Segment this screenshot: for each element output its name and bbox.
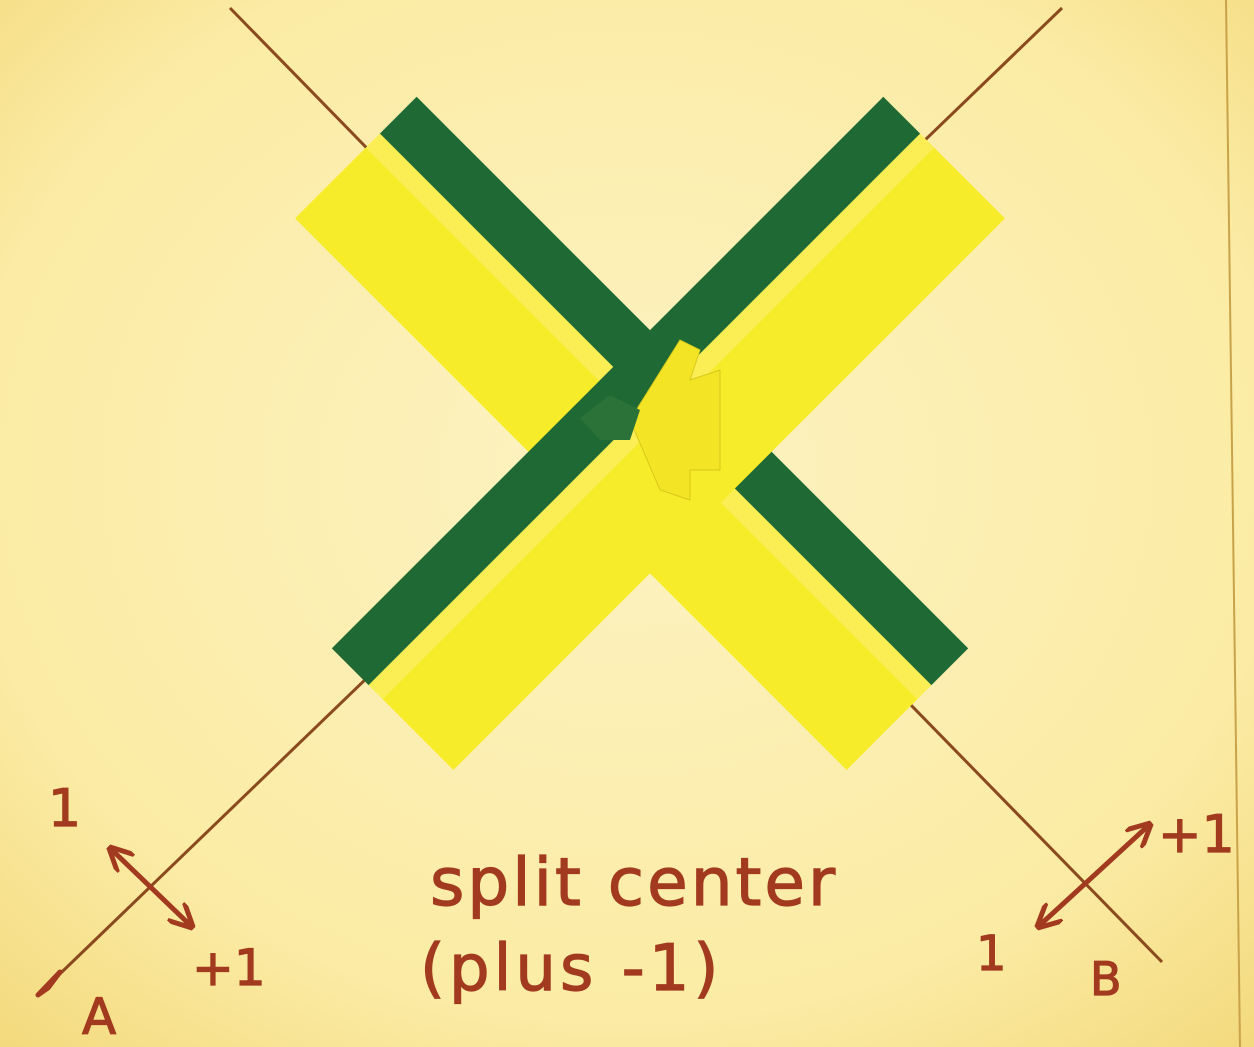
right-tick-one: 1 — [976, 926, 1007, 982]
left-axis-annotation — [35, 850, 190, 998]
right-axis-label: B — [1090, 952, 1122, 1006]
right-axis-annotation — [1040, 826, 1148, 925]
caption-line-2: (plus -1) — [420, 932, 722, 1006]
tape-center-overlap — [580, 339, 721, 501]
right-tick-plus-one: +1 — [1158, 805, 1235, 865]
tape-green-nesw — [331, 96, 921, 686]
left-axis-label: A — [82, 988, 116, 1046]
left-tick-plus-one: +1 — [192, 939, 266, 997]
paper-right-edge — [1225, 0, 1241, 1047]
left-tick-one: 1 — [48, 779, 81, 839]
caption-line-1: split center — [430, 844, 838, 921]
tape-cross — [295, 96, 1005, 770]
